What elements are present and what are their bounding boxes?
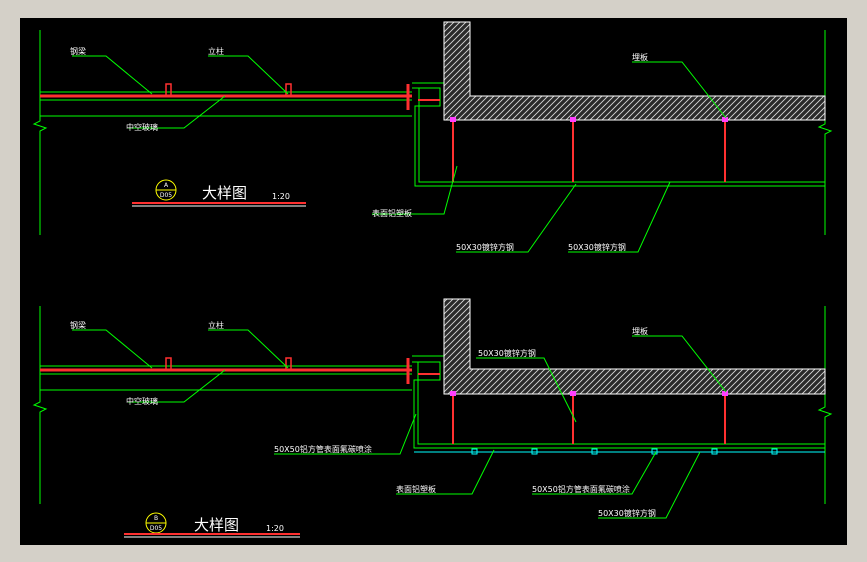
symbol-bottom-b: D05 <box>150 525 162 532</box>
label-steel-tube-bottom-b: 50X30镀锌方钢 <box>598 508 656 518</box>
title-block-b <box>124 512 300 538</box>
label-surface-panel-b: 表面铝塑板 <box>396 484 436 494</box>
title-a: 大样图 <box>202 184 247 202</box>
break-line-left-a <box>32 30 48 235</box>
concrete-slab-b <box>443 298 826 395</box>
cad-drawing: 钢梁 立柱 中空玻璃 埋板 表面铝塑板 50X30镀锌方钢 50X30镀锌方钢 … <box>32 21 833 538</box>
label-alu-tube-right-b: 50X50铝方管表面氟碳喷涂 <box>532 484 630 494</box>
label-post-b: 立柱 <box>208 320 224 330</box>
concrete-slab-a <box>443 21 826 121</box>
label-handrail-a: 钢梁 <box>70 46 86 56</box>
steel-hangers-a <box>452 120 726 182</box>
label-hollow-glass-a: 中空玻璃 <box>126 122 158 132</box>
title-b: 大样图 <box>194 516 239 534</box>
label-steel-tube-top-b: 50X30镀锌方钢 <box>478 348 536 358</box>
label-steel-tube-2-a: 50X30镀锌方钢 <box>568 242 626 252</box>
label-handrail-b: 钢梁 <box>70 320 86 330</box>
label-embedded-plate-a: 埋板 <box>632 52 648 62</box>
hanger-plates-b <box>450 391 728 396</box>
scale-b: 1:20 <box>266 524 284 533</box>
glass-rail-b <box>40 357 412 391</box>
break-line-right-b <box>817 306 833 504</box>
scale-a: 1:20 <box>272 192 290 201</box>
detail-a <box>32 21 833 253</box>
symbol-bottom-a: D05 <box>160 192 172 199</box>
detail-b <box>32 298 833 538</box>
leaders-a <box>72 55 727 253</box>
symbol-top-b: B <box>154 515 158 522</box>
leaders-b <box>72 329 727 519</box>
label-steel-tube-1-a: 50X30镀锌方钢 <box>456 242 514 252</box>
break-line-right-a <box>817 30 833 235</box>
break-line-left-b <box>32 306 48 504</box>
label-alu-tube-left-b: 50X50铝方管表面氟碳喷涂 <box>274 444 372 454</box>
label-surface-panel-a: 表面铝塑板 <box>372 208 412 218</box>
title-block-a <box>132 179 306 207</box>
labels: 钢梁 立柱 中空玻璃 埋板 表面铝塑板 50X30镀锌方钢 50X30镀锌方钢 … <box>70 46 656 534</box>
label-hollow-glass-b: 中空玻璃 <box>126 396 158 406</box>
steel-hangers-b <box>452 394 726 444</box>
symbol-top-a: A <box>164 182 169 189</box>
cad-drawing-canvas[interactable]: 钢梁 立柱 中空玻璃 埋板 表面铝塑板 50X30镀锌方钢 50X30镀锌方钢 … <box>20 18 847 545</box>
label-post-a: 立柱 <box>208 46 224 56</box>
glass-rail-a <box>40 83 412 117</box>
label-embedded-plate-b: 埋板 <box>632 326 648 336</box>
hanger-plates-a <box>450 117 728 122</box>
